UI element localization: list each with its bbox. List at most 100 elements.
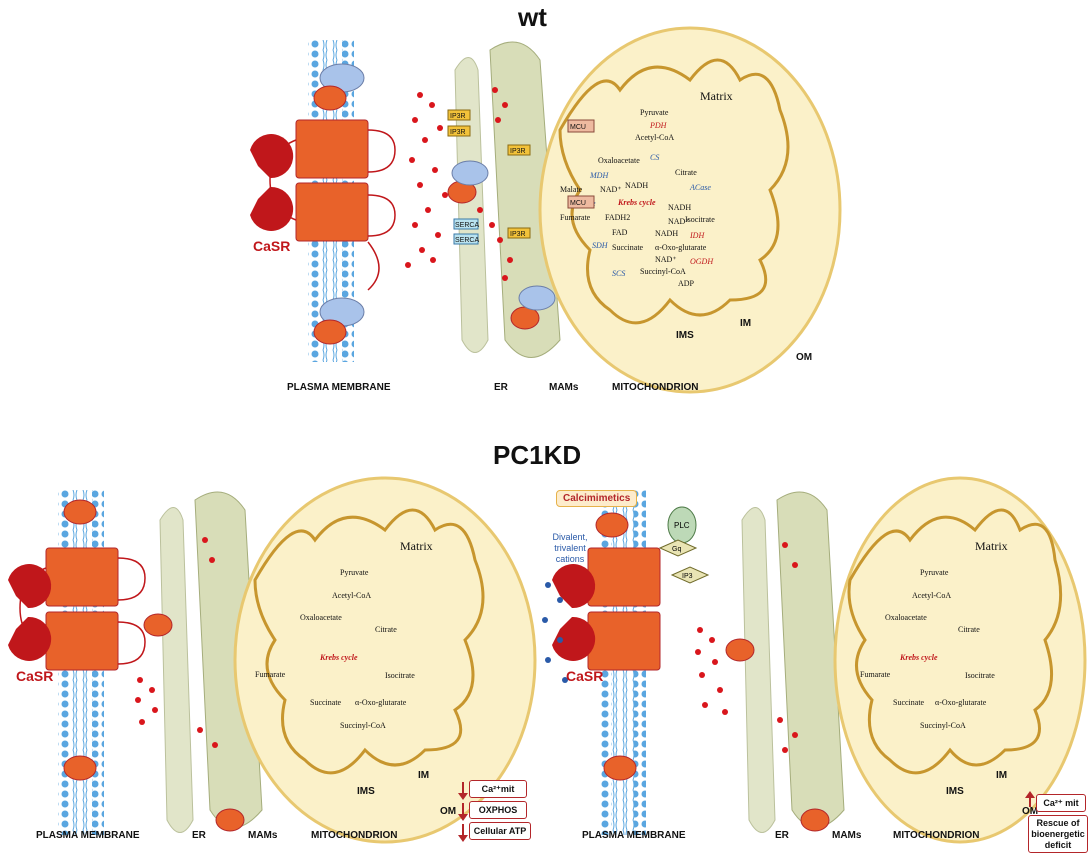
svg-text:NADH: NADH (668, 203, 691, 212)
casr-venus-flytrap-wt (250, 134, 294, 231)
svg-text:FAD: FAD (612, 228, 628, 237)
svg-text:Succinyl-CoA: Succinyl-CoA (640, 267, 686, 276)
label-ims-left: IMS (357, 786, 375, 797)
title-pc1kd: PC1KD (493, 440, 582, 470)
svg-text:NADH: NADH (625, 181, 648, 190)
svg-text:Gq: Gq (672, 546, 681, 553)
svg-text:Citrate: Citrate (958, 625, 980, 634)
er-calcium-wt (477, 87, 513, 281)
svg-text:ACase: ACase (689, 183, 711, 192)
label-mams-right: MAMs (832, 830, 862, 841)
svg-text:Succinate: Succinate (310, 698, 342, 707)
svg-text:Isocitrate: Isocitrate (965, 671, 995, 680)
arrow-down-ca (458, 782, 468, 800)
svg-text:Acetyl-CoA: Acetyl-CoA (912, 591, 951, 600)
svg-text:Matrix: Matrix (975, 539, 1008, 553)
label-casr-right: CaSR (566, 668, 604, 684)
svg-text:α-Oxo-glutarate: α-Oxo-glutarate (655, 243, 707, 252)
label-om-right: OM (1022, 806, 1039, 817)
svg-text:NAD⁺: NAD⁺ (668, 217, 690, 226)
svg-text:Pyruvate: Pyruvate (640, 108, 669, 117)
svg-text:IP3R: IP3R (450, 129, 466, 136)
status-cellular-atp: Cellular ATP (469, 822, 531, 840)
svg-text:IP3R: IP3R (510, 231, 526, 238)
svg-text:IP3R: IP3R (510, 148, 526, 155)
svg-text:Matrix: Matrix (400, 539, 433, 553)
label-mams-wt: MAMs (549, 382, 579, 393)
svg-text:IDH: IDH (689, 231, 705, 240)
arrow-up-ca (1025, 791, 1035, 807)
svg-text:Krebs cycle: Krebs cycle (617, 198, 656, 207)
status-ca-mit-rescue: Ca²⁺ mit (1036, 794, 1086, 812)
mitochondrion-wt (538, 26, 842, 394)
svg-text:Fumarate: Fumarate (255, 670, 286, 679)
svg-text:MDH: MDH (589, 171, 609, 180)
label-mitochondrion-wt: MITOCHONDRION (612, 382, 699, 393)
svg-text:Citrate: Citrate (675, 168, 697, 177)
svg-text:Oxaloacetate: Oxaloacetate (300, 613, 342, 622)
title-wt: wt (518, 2, 547, 32)
svg-text:α-Oxo-glutarate: α-Oxo-glutarate (355, 698, 407, 707)
label-mitochondrion-left: MITOCHONDRION (311, 830, 398, 841)
status-ca-mit: Ca²⁺mit (469, 780, 527, 798)
svg-text:Pyruvate: Pyruvate (340, 568, 369, 577)
label-plasma-membrane-left: PLASMA MEMBRANE (36, 830, 140, 841)
arrow-down-oxphos (458, 803, 468, 821)
label-im-right: IM (996, 770, 1008, 781)
calcimimetics-box: Calcimimetics (556, 490, 638, 507)
label-om-wt: OM (796, 352, 813, 363)
label-casr-left: CaSR (16, 668, 54, 684)
svg-text:Acetyl-CoA: Acetyl-CoA (635, 133, 674, 142)
calcium-ions-wt (405, 92, 448, 268)
svg-text:Isocitrate: Isocitrate (385, 671, 415, 680)
svg-text:Succinyl-CoA: Succinyl-CoA (340, 721, 386, 730)
arrow-down-atp (458, 824, 468, 842)
label-er-left: ER (192, 830, 206, 841)
svg-text:Oxaloacetate: Oxaloacetate (885, 613, 927, 622)
svg-text:NADH: NADH (655, 229, 678, 238)
svg-text:Malate: Malate (560, 185, 583, 194)
casr-wt (295, 119, 369, 242)
matrix-label-wt: Matrix (700, 89, 733, 103)
svg-text:OGDH: OGDH (690, 257, 714, 266)
svg-text:Krebs cycle: Krebs cycle (319, 653, 358, 662)
label-mitochondrion-right: MITOCHONDRION (893, 830, 980, 841)
label-im-left: IM (418, 770, 430, 781)
svg-text:SERCA: SERCA (455, 222, 479, 229)
label-mams-left: MAMs (248, 830, 278, 841)
svg-text:Succinyl-CoA: Succinyl-CoA (920, 721, 966, 730)
svg-text:IP3R: IP3R (450, 113, 466, 120)
cations-label: Divalent, trivalent cations (552, 532, 588, 564)
label-plasma-membrane-wt: PLASMA MEMBRANE (287, 382, 391, 393)
label-im-wt: IM (740, 318, 752, 329)
svg-text:Acetyl-CoA: Acetyl-CoA (332, 591, 371, 600)
svg-text:α-Oxo-glutarate: α-Oxo-glutarate (935, 698, 987, 707)
svg-text:Krebs cycle: Krebs cycle (899, 653, 938, 662)
status-oxphos: OXPHOS (469, 801, 527, 819)
svg-text:CS: CS (650, 153, 659, 162)
svg-text:Fumarate: Fumarate (560, 213, 591, 222)
svg-text:MCU: MCU (570, 200, 586, 207)
label-plasma-membrane-right: PLASMA MEMBRANE (582, 830, 686, 841)
status-rescue: Rescue of bioenergetic deficit (1028, 815, 1088, 853)
svg-text:Oxaloacetate: Oxaloacetate (598, 156, 640, 165)
svg-text:Isocitrate: Isocitrate (685, 215, 715, 224)
svg-text:SDH: SDH (592, 241, 609, 250)
label-ims-wt: IMS (676, 330, 694, 341)
label-ims-right: IMS (946, 786, 964, 797)
svg-text:PDH: PDH (649, 121, 668, 130)
svg-text:Pyruvate: Pyruvate (920, 568, 949, 577)
label-om-left: OM (440, 806, 457, 817)
svg-text:NAD⁺: NAD⁺ (600, 185, 622, 194)
label-er-right: ER (775, 830, 789, 841)
svg-text:PLC: PLC (674, 521, 690, 530)
svg-text:NAD⁺: NAD⁺ (655, 255, 677, 264)
label-er-wt: ER (494, 382, 508, 393)
svg-text:Fumarate: Fumarate (860, 670, 891, 679)
label-casr-wt: CaSR (253, 238, 291, 254)
svg-text:Citrate: Citrate (375, 625, 397, 634)
svg-text:IP3: IP3 (682, 573, 693, 580)
svg-text:MCU: MCU (570, 124, 586, 131)
